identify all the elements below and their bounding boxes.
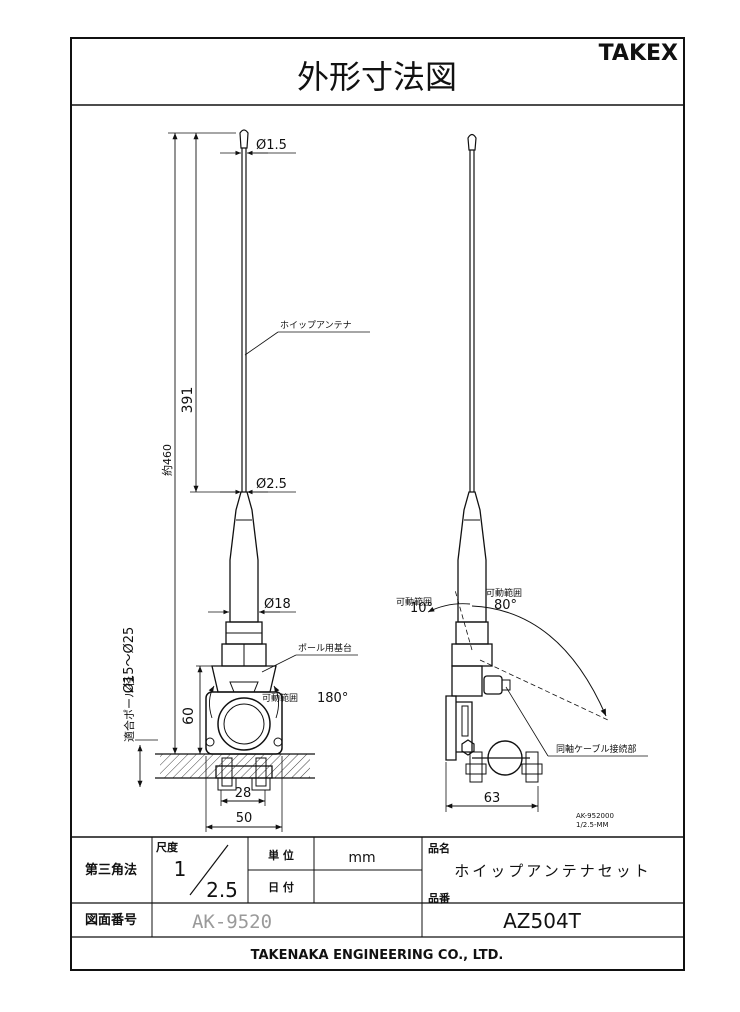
brand-logo: TAKEX [599,41,678,66]
company-name: TAKENAKA ENGINEERING CO., LTD. [251,948,504,963]
date-label: 日 付 [268,880,294,894]
product-name-label: 品名 [428,841,450,855]
rotation-arrow-right [273,685,280,719]
pole-dia-label: 適合ポール径 [122,676,136,742]
drawing-scale-note: 1/2.5-MM [576,821,609,829]
depth-label: 63 [484,791,501,806]
antenna-base [229,491,259,623]
u-bolt-right [255,757,267,787]
rod-dia-label: Ø2.5 [256,477,287,492]
product-name: ホイップアンテナセット [454,862,651,880]
side-bracket-slot [461,705,469,737]
bracket-bolt-right [273,737,283,747]
coax-label: 同軸ケーブル接続部 [556,743,636,755]
side-clamp-nut-right [521,763,543,775]
side-bracket-head [451,665,483,697]
pole-dia-range: Ø15～Ø25 [122,627,137,694]
front-view: 約460 391 60 適合ポール径 Ø15～Ø25 Ø1.5 ホイップアンテナ… [122,129,370,832]
drawing-ref: AK-952000 [576,812,614,820]
side-clamp-bolt-right [525,751,539,783]
nut-left [217,777,237,791]
side-base-nut [451,643,493,667]
bracket-bolt-left [205,737,215,747]
tip-dia-label: Ø1.5 [256,138,287,153]
side-bracket-arm [456,701,473,753]
bracket-slot [229,681,259,693]
sheet-frame [70,37,685,971]
unit-label: 単 位 [268,848,294,862]
rotation-arrow-left [208,685,215,719]
drawing-no-label: 図面番号 [85,912,137,928]
tilt-angle-left: 10° [410,601,433,616]
tilt-arc-left [427,603,471,613]
title-block: 第三角法 尺度 1 2.5 単 位 mm 日 付 品名 ホイップアンテナセット … [71,836,684,963]
base-width-label: 50 [236,811,253,826]
total-length-label: 約460 [160,444,174,476]
whip-leader [244,331,279,356]
scale-label: 尺度 [156,840,179,854]
pole-mount-leader [261,654,297,673]
bracket-height-label: 60 [181,707,197,725]
side-bracket-nut [461,739,475,756]
scale-slash [189,844,229,896]
coax-leader [505,686,549,757]
side-antenna-tip [467,133,477,151]
tilt-arc-right [471,605,607,717]
clamp-plate [215,765,273,779]
tilt-angle-right: 80° [494,598,517,613]
scale-denominator: 2.5 [206,878,238,902]
part-no: AZ504T [503,909,582,933]
page-title: 外形寸法図 [297,58,457,96]
nut-right [251,777,271,791]
u-bolt-left [221,757,233,787]
side-bracket-plate [445,695,457,761]
rotation-angle: 180° [317,691,348,706]
tilt-label-left: 可動範囲 [396,596,432,608]
side-base-collar [455,621,489,645]
pole-clamp-ring [217,697,271,751]
side-clamp-bolt-left [469,751,483,783]
unit-value: mm [348,850,375,866]
scale-numerator: 1 [174,857,187,881]
bolt-width-label: 28 [235,786,252,801]
projection-label: 第三角法 [85,862,137,878]
whip-label: ホイップアンテナ [280,320,352,331]
tilt-label-right: 可動範囲 [486,587,522,599]
side-view: 可動範囲 10° 可動範囲 80° 同軸ケーブル接続部 63 AK-952000… [396,133,648,829]
tilt-centerline-10 [454,589,473,651]
tilt-centerline-80 [479,659,609,721]
part-no-label: 品番 [428,891,451,905]
coax-connector [483,675,503,695]
side-pole-clamp [487,740,523,776]
drawing-no: AK-9520 [192,911,272,933]
antenna-tip [239,129,249,149]
rod-length-label: 391 [180,387,196,414]
side-clamp-nut-left [465,763,487,775]
base-dia-label: Ø18 [264,597,291,612]
pole-mount-label: ポール用基台 [298,642,352,654]
pole-section [223,703,265,745]
rotation-label: 可動範囲 [262,692,298,704]
coax-connector-tip [501,679,511,691]
side-antenna-base [457,491,487,623]
